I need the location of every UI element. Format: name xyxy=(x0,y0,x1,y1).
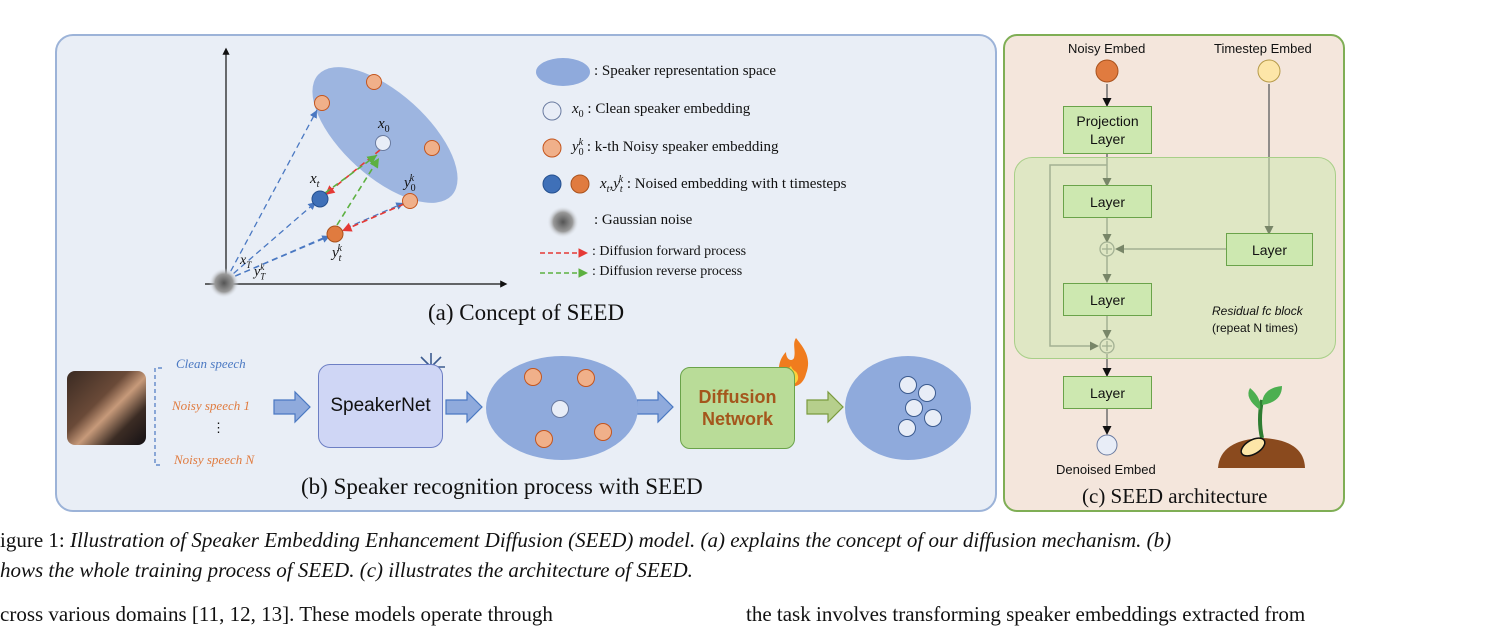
clean-dot xyxy=(375,135,391,151)
legend-noised-y-dot xyxy=(570,174,590,194)
speaker-space-ellipse xyxy=(312,67,458,203)
figure-caption-line-1: igure 1: Illustration of Speaker Embeddi… xyxy=(0,528,1172,552)
legend-noised-x-dot xyxy=(542,174,562,194)
diffusion-line-1: Diffusion xyxy=(698,387,777,407)
caption-c: (c) SEED architecture xyxy=(1082,484,1268,508)
noised-x-dot xyxy=(311,190,329,208)
arrow-to-speakernet xyxy=(273,390,311,424)
legend-noised-text: xt,ytk : Noised embedding with t timeste… xyxy=(600,174,847,195)
noisy-dot xyxy=(314,95,330,111)
arrow-to-diffusion xyxy=(636,390,674,424)
label-xT: xT xyxy=(240,253,252,270)
noisy-dot xyxy=(402,193,418,209)
arrow-to-embeddings xyxy=(445,390,483,424)
label-yTk: yTk xyxy=(254,262,266,282)
noisy-dot xyxy=(424,140,440,156)
legend-noisy-text: y0k : k-th Noisy speaker embedding xyxy=(572,137,779,158)
speakernet-box: SpeakerNet xyxy=(318,364,443,448)
noisy-dot xyxy=(366,74,382,90)
diffusion-network-box: Diffusion Network xyxy=(680,367,795,449)
noised-y-dot xyxy=(326,225,344,243)
sprout-icon xyxy=(1218,386,1305,468)
legend-forward-text: : Diffusion forward process xyxy=(592,244,747,259)
arrow-to-output xyxy=(806,390,844,424)
layer-box-2: Layer xyxy=(1063,283,1152,316)
residual-label: Residual fc block xyxy=(1212,304,1303,318)
repeat-label: (repeat N times) xyxy=(1212,321,1299,335)
noisy-embed-dot xyxy=(1095,59,1119,83)
legend-clean-text: x0 : Clean speaker embedding xyxy=(572,101,751,120)
legend-reverse-text: : Diffusion reverse process xyxy=(592,264,743,279)
timestep-embed-label: Timestep Embed xyxy=(1214,41,1312,56)
label-x0: x0 xyxy=(378,116,390,135)
legend-gaussian xyxy=(547,206,579,238)
legend-space-swatch xyxy=(536,58,590,86)
legend-gaussian-text: : Gaussian noise xyxy=(594,212,693,228)
timestep-embed-dot xyxy=(1257,59,1281,83)
caption-a: (a) Concept of SEED xyxy=(428,300,625,325)
label-ytk: ytk xyxy=(332,243,342,264)
caption-b: (b) Speaker recognition process with SEE… xyxy=(301,474,703,499)
diffusion-line-2: Network xyxy=(701,409,773,429)
label-xt: xt xyxy=(310,171,320,190)
label-y0k: y0k xyxy=(404,173,416,194)
legend-clean-dot xyxy=(542,101,562,121)
timestep-layer-box: Layer xyxy=(1226,233,1313,266)
speaker-photo xyxy=(67,371,146,445)
legend-space-text: : Speaker representation space xyxy=(594,63,776,79)
noisy-embed-label: Noisy Embed xyxy=(1068,41,1146,56)
input-noisy-n: Noisy speech N xyxy=(174,452,255,467)
input-clean: Clean speech xyxy=(176,356,246,371)
gaussian-noise-origin xyxy=(209,268,239,298)
denoised-embed-label: Denoised Embed xyxy=(1056,462,1156,477)
layer-box-1: Layer xyxy=(1063,185,1152,218)
figure-caption-line-2: hows the whole training process of SEED.… xyxy=(0,558,693,582)
projection-layer-box: Projection Layer xyxy=(1063,106,1152,154)
denoised-embed-dot xyxy=(1096,434,1118,456)
input-ellipsis: ⋮ xyxy=(212,420,225,435)
legend-noisy-dot xyxy=(542,138,562,158)
layer-box-3: Layer xyxy=(1063,376,1152,409)
input-noisy-1: Noisy speech 1 xyxy=(172,398,250,413)
